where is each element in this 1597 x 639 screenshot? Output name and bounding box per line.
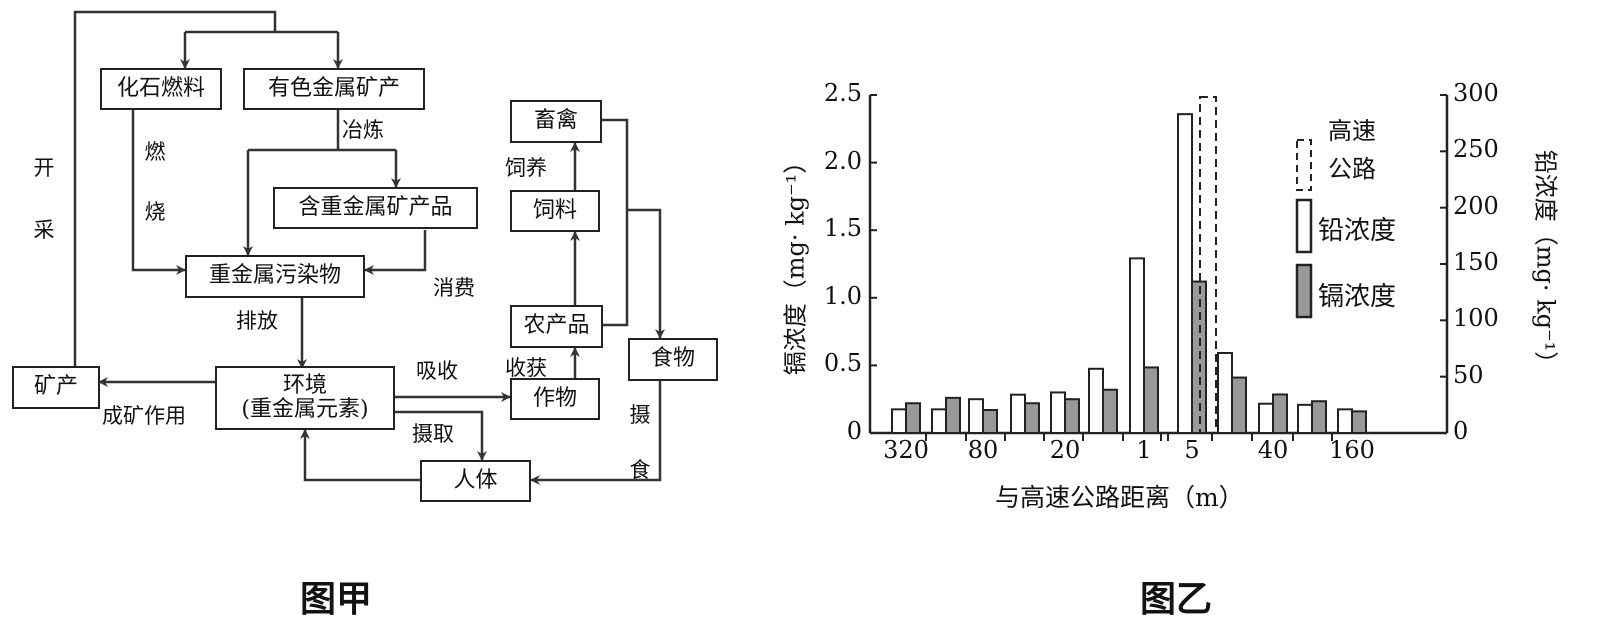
bar-cadmium [1143, 366, 1159, 435]
bar-lead [1010, 393, 1026, 434]
bar-cadmium [905, 402, 921, 435]
highway-marker [1199, 96, 1217, 434]
y-tick-label-right: 0 [1453, 417, 1469, 445]
box-heavy-metal-pollutants: 重金属污染物 [185, 255, 365, 298]
box-crops: 作物 [510, 378, 600, 420]
mining-line [73, 10, 277, 368]
bar-cadmium [1272, 393, 1288, 434]
box-food: 食物 [628, 338, 718, 381]
y-tick-label-left: 2.5 [823, 79, 862, 107]
label-eating-1: 摄 [629, 403, 651, 427]
label-intake: 摄取 [412, 422, 454, 446]
caption-figure-b: 图乙 [1140, 578, 1213, 620]
box-human-body: 人体 [420, 460, 531, 502]
y-tick-label-right: 50 [1453, 360, 1484, 389]
label-consumption: 消费 [433, 276, 475, 300]
x-axis-label: 与高速公路距离（m） [995, 483, 1244, 512]
bar-lead [931, 408, 947, 434]
box-livestock: 畜禽 [510, 100, 602, 143]
eating-arrow [530, 380, 662, 485]
x-tick-label: 5 [1184, 436, 1200, 464]
burning-arrow [131, 108, 186, 275]
y-tick-label-right: 300 [1453, 79, 1499, 107]
label-mining-2: 采 [33, 218, 55, 242]
x-tick-label: 20 [1049, 436, 1081, 464]
y-tick-label-right: 250 [1453, 135, 1499, 164]
bar-lead [1337, 408, 1353, 434]
bar-cadmium [1231, 376, 1247, 434]
environment-sublabel: (重金属元素) [241, 397, 369, 422]
box-fossil-fuel: 化石燃料 [100, 68, 222, 110]
bar-lead [1217, 352, 1233, 434]
legend-lead: 铅浓度 [1318, 216, 1397, 246]
bar-cadmium [1102, 388, 1118, 434]
label-burning-1: 燃 [144, 140, 166, 164]
box-nonferrous-ore: 有色金属矿产 [243, 68, 425, 110]
label-absorption: 吸收 [416, 359, 458, 383]
label-harvest: 收获 [505, 356, 547, 380]
bar-lead [1129, 257, 1145, 434]
bar-lead [1258, 402, 1274, 434]
legend-lead-swatch [1295, 198, 1313, 254]
y-tick-label-left: 0.5 [823, 349, 862, 378]
box-minerals: 矿产 [12, 366, 100, 409]
label-feeding: 饲养 [505, 156, 547, 180]
bar-lead [1050, 391, 1066, 435]
caption-figure-a: 图甲 [300, 578, 373, 620]
return-arrow [300, 429, 420, 482]
intake-arrow [395, 410, 487, 461]
y-tick-label-right: 100 [1453, 304, 1499, 333]
bar-cadmium [982, 409, 998, 434]
x-tick-label: 320 [883, 436, 929, 464]
bar-lead [1177, 113, 1193, 435]
bar-cadmium [1311, 400, 1327, 434]
y-tick-label-left: 1.5 [823, 214, 862, 243]
label-mining-1: 开 [33, 156, 55, 180]
bar-lead [1088, 367, 1104, 434]
label-smelting: 冶炼 [342, 118, 384, 142]
x-tick-label: 1 [1136, 436, 1152, 464]
bar-cadmium [1024, 402, 1040, 435]
x-tick-label: 160 [1329, 436, 1375, 464]
box-heavy-metal-products: 含重金属矿产品 [273, 187, 478, 229]
y-tick-label-right: 200 [1453, 191, 1499, 220]
box-farm-products: 农产品 [510, 305, 603, 348]
label-burning-2: 烧 [144, 200, 166, 224]
legend-highway-1: 高速 [1328, 117, 1376, 145]
bar-cadmium [1351, 410, 1367, 435]
legend-highway-2: 公路 [1328, 155, 1376, 183]
label-eating-2: 食 [629, 458, 651, 482]
box-fodder: 饲料 [510, 190, 600, 232]
y-axis-right-label: 铅浓度（mg· kg⁻¹） [1531, 149, 1560, 376]
x-tick-label: 80 [967, 436, 999, 464]
legend-cadmium-swatch [1295, 263, 1313, 319]
bar-lead [968, 398, 984, 435]
legend-highway-swatch [1296, 139, 1312, 191]
bar-cadmium [1064, 398, 1080, 435]
consumption-arrow [364, 230, 427, 275]
label-mineralization: 成矿作用 [102, 404, 186, 428]
bar-lead [891, 408, 907, 434]
y-tick-label-left: 0 [846, 417, 862, 445]
x-tick-label: 40 [1257, 436, 1289, 464]
bar-lead [1297, 403, 1313, 435]
bar-cadmium [945, 396, 961, 434]
y-tick-label-left: 2.0 [823, 146, 862, 175]
y-axis-left-label: 镉浓度（mg· kg⁻¹） [781, 149, 810, 376]
y-tick-label-right: 150 [1453, 248, 1499, 276]
box-environment: 环境 (重金属元素) [215, 366, 395, 430]
legend-cadmium: 镉浓度 [1318, 282, 1397, 312]
y-tick-label-left: 1.0 [823, 281, 862, 310]
environment-label: 环境 [282, 372, 327, 398]
label-discharge: 排放 [236, 309, 278, 333]
